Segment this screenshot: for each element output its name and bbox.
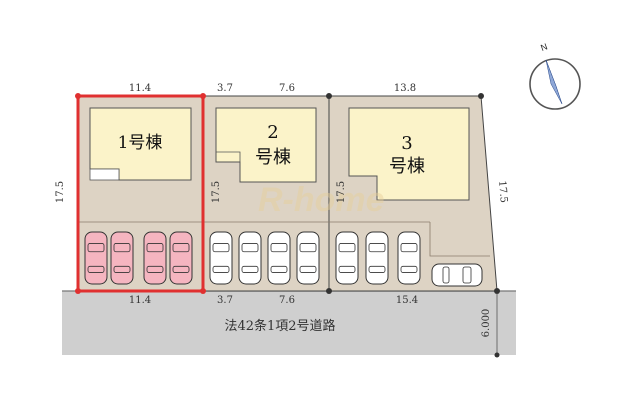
car-icon bbox=[296, 231, 320, 285]
boundary-marker bbox=[75, 288, 81, 294]
boundary-marker bbox=[200, 93, 206, 99]
car-icon bbox=[365, 231, 389, 285]
compass: N bbox=[529, 41, 581, 110]
compass-north-label: N bbox=[539, 41, 549, 53]
parking-area bbox=[84, 231, 483, 287]
building-2-label-num: 2 bbox=[267, 122, 278, 143]
car-icon bbox=[238, 231, 262, 285]
building-1-label: 1号棟 bbox=[118, 133, 163, 153]
boundary-marker bbox=[75, 93, 81, 99]
car-icon bbox=[84, 231, 108, 285]
dim-top-2: 3.7 bbox=[217, 83, 233, 94]
car-icon bbox=[431, 263, 483, 287]
car-icon bbox=[267, 231, 291, 285]
dim-bottom-1: 11.4 bbox=[129, 295, 151, 306]
road-label: 法42条1項2号道路 bbox=[224, 318, 335, 334]
boundary-marker bbox=[478, 93, 484, 99]
building-3-label-suffix: 号棟 bbox=[389, 156, 425, 177]
car-icon bbox=[143, 231, 167, 285]
boundary-marker bbox=[326, 93, 332, 99]
selected-lot-highlight bbox=[76, 94, 205, 293]
dim-top-3: 7.6 bbox=[279, 83, 295, 94]
car-icon bbox=[397, 231, 421, 285]
dim-top-1: 11.4 bbox=[129, 83, 151, 94]
car-icon bbox=[209, 231, 233, 285]
driveway-line-3 bbox=[429, 222, 490, 257]
dim-right-depth: 17.5 bbox=[496, 180, 509, 203]
building-2-label-suffix: 号棟 bbox=[255, 147, 291, 168]
dim-bottom-3: 7.6 bbox=[279, 295, 295, 306]
dim-top-4: 13.8 bbox=[394, 83, 416, 94]
road bbox=[62, 291, 516, 355]
car-icon bbox=[110, 231, 134, 285]
dim-lot2-depth: 17.5 bbox=[211, 181, 222, 203]
dim-lot3-depth: 17.5 bbox=[336, 181, 347, 203]
watermark: R-home bbox=[258, 181, 385, 219]
boundary-marker bbox=[326, 288, 332, 294]
dim-left-depth: 17.5 bbox=[55, 181, 66, 203]
dim-bottom-2: 3.7 bbox=[217, 295, 233, 306]
car-icon bbox=[335, 231, 359, 285]
dim-bottom-4: 15.4 bbox=[396, 295, 418, 306]
building-3[interactable]: 3 号棟 bbox=[348, 107, 470, 201]
dim-road-width: 6.000 bbox=[481, 309, 492, 338]
car-icon bbox=[169, 231, 193, 285]
building-3-label-num: 3 bbox=[401, 133, 412, 154]
building-1[interactable]: 1号棟 bbox=[89, 107, 192, 181]
boundary-marker bbox=[200, 288, 206, 294]
building-2[interactable]: 2 号棟 bbox=[215, 107, 317, 183]
